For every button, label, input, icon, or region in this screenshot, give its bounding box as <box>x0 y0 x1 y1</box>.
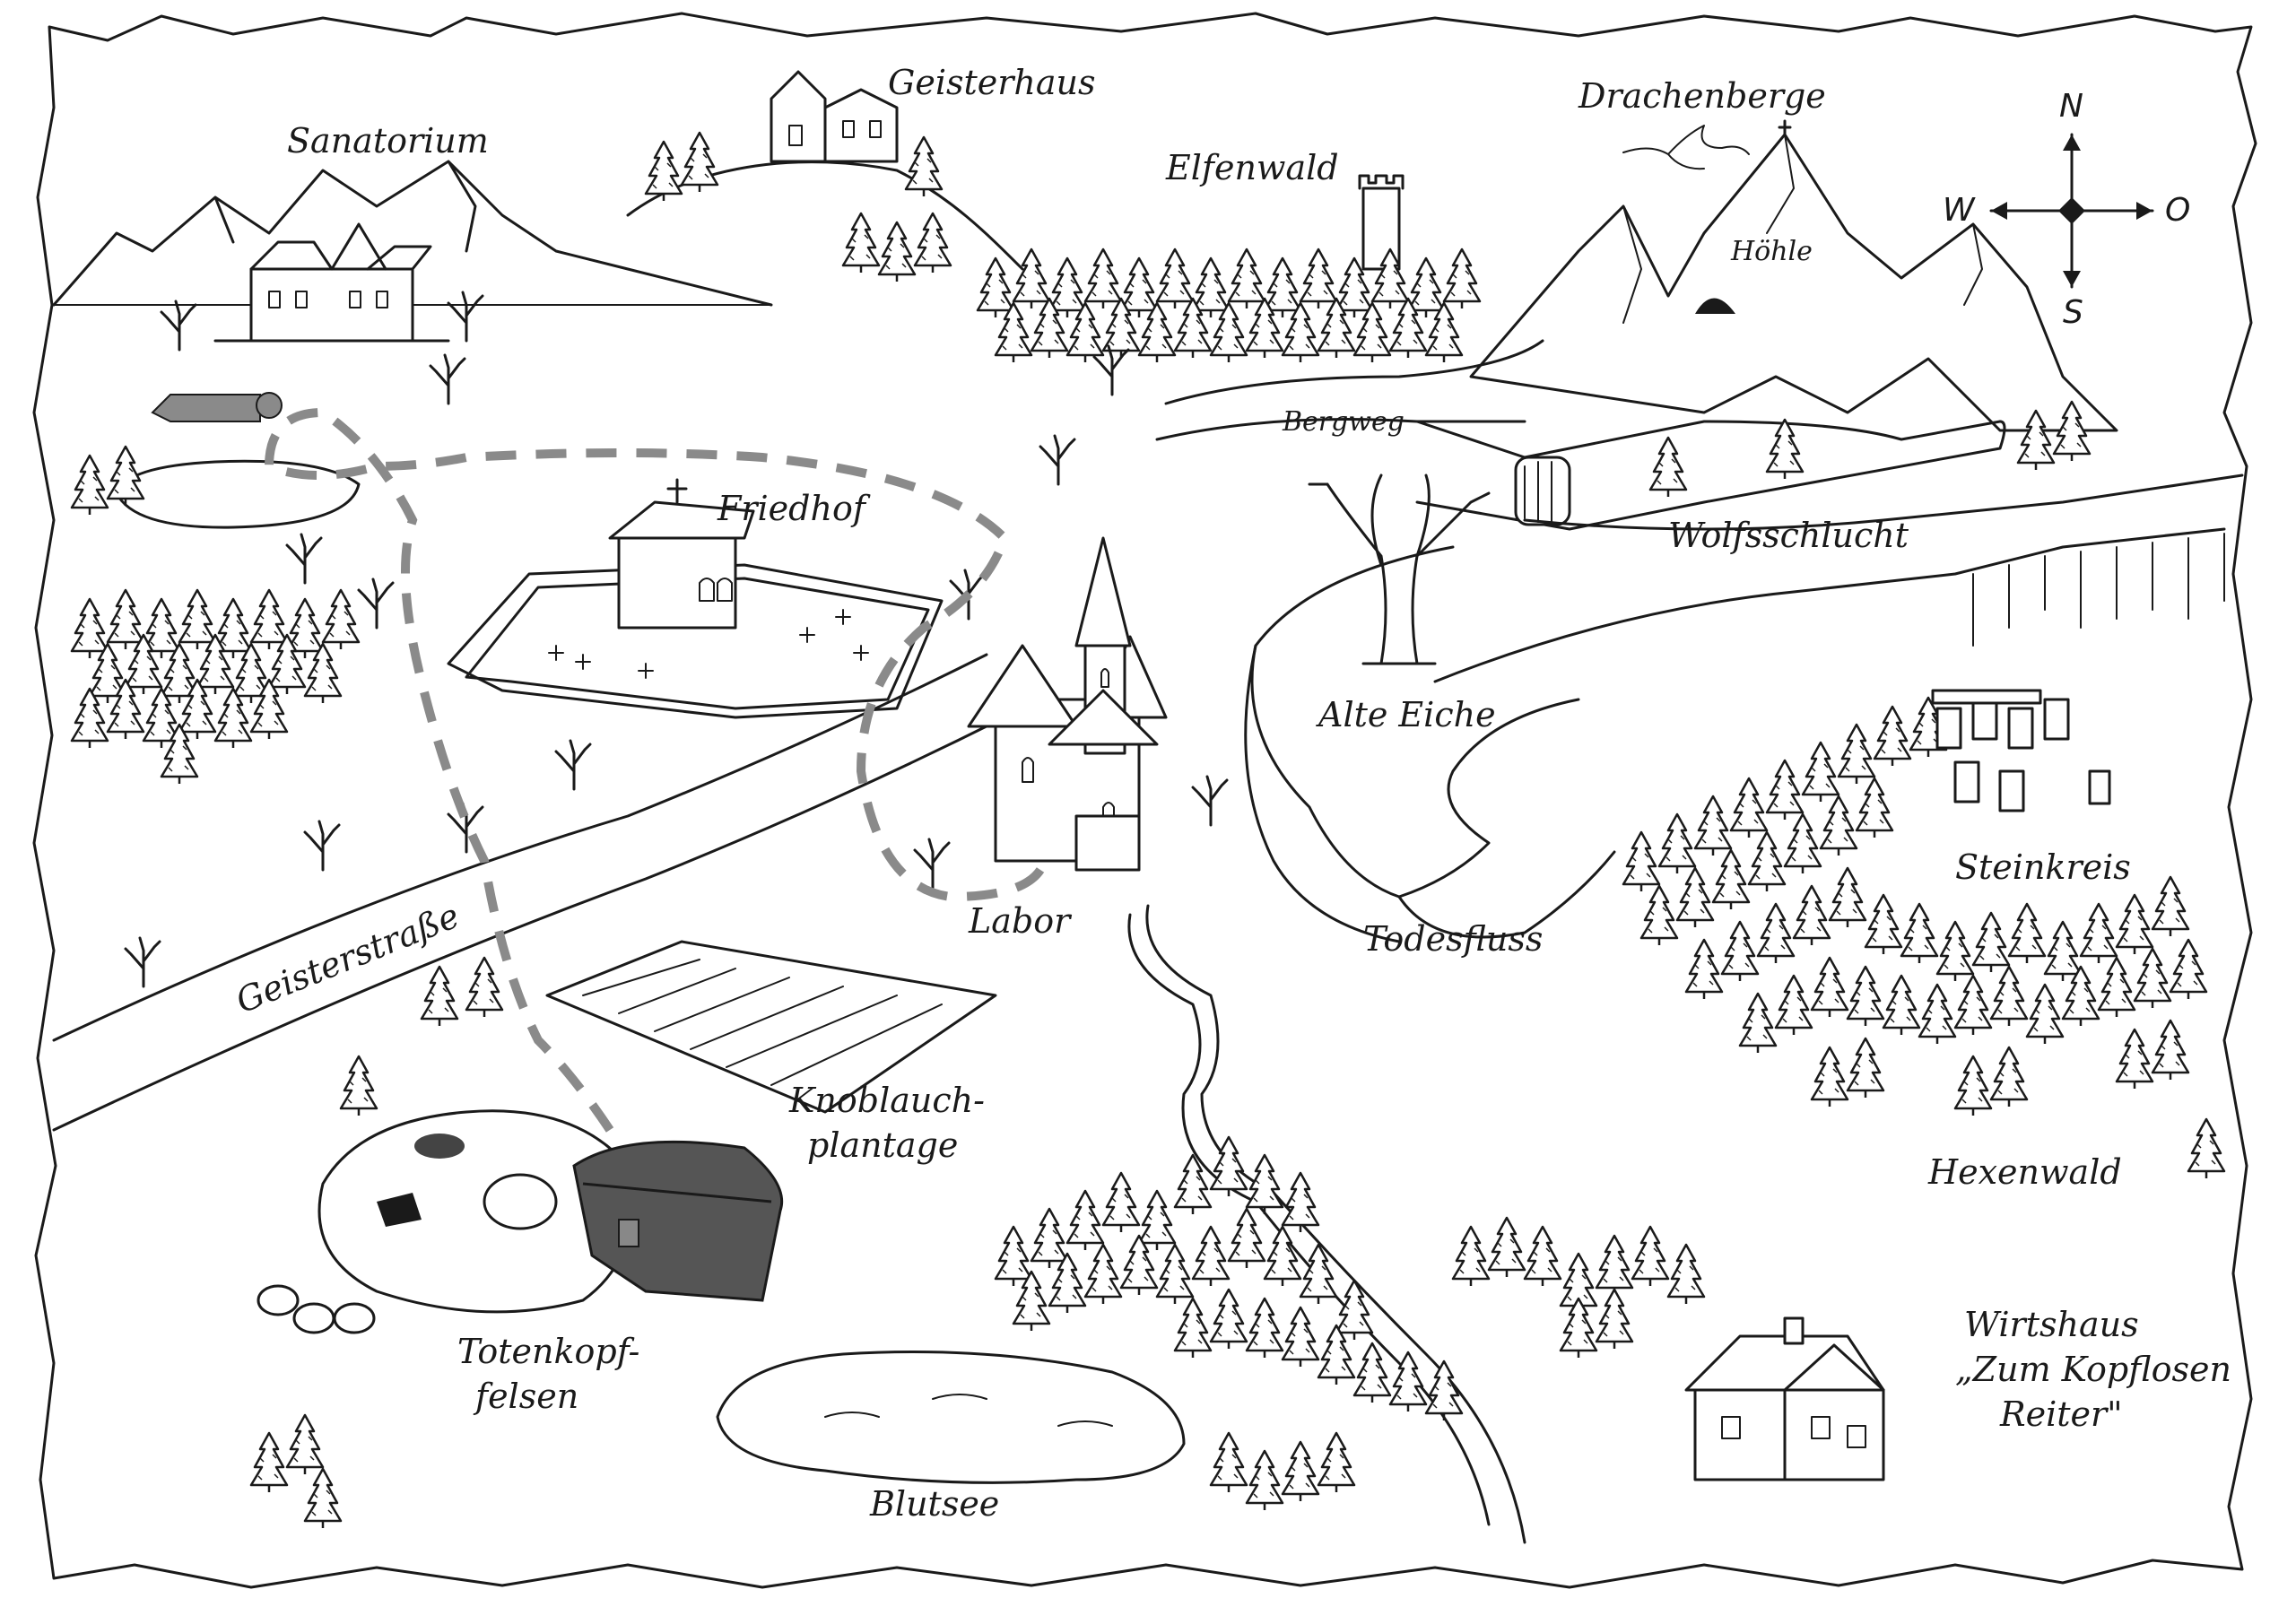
bergweg-path <box>1164 339 1544 405</box>
compass-east-label: O <box>2165 192 2190 229</box>
label-totenkopf-line2: felsen <box>473 1377 578 1416</box>
sanatorium-pond <box>115 459 361 529</box>
treasure-route <box>264 407 1045 1133</box>
label-knoblauch-line1: Knoblauch- <box>788 1081 985 1120</box>
label-alte-eiche: Alte Eiche <box>1316 695 1496 734</box>
label-wirtshaus-line1: Wirtshaus <box>1964 1305 2139 1344</box>
wirtshaus-building <box>1684 1316 1885 1481</box>
label-totenkopf-line1: Totenkopf- <box>457 1332 639 1371</box>
knoblauch-field <box>545 940 997 1114</box>
label-labor: Labor <box>968 901 1073 941</box>
steinkreis-stones <box>1931 689 2111 812</box>
mountains-west <box>52 160 773 307</box>
label-wolfsschlucht: Wolfsschlucht <box>1668 516 1909 555</box>
rope-bridge <box>1514 456 1571 526</box>
compass-north-label: N <box>2059 88 2083 125</box>
compass-west-label: W <box>1943 192 1976 229</box>
label-knoblauch-line2: plantage <box>807 1125 958 1165</box>
label-todesfluss: Todesfluss <box>1363 919 1543 959</box>
label-hexenwald: Hexenwald <box>1927 1152 2122 1192</box>
blutsee-lake <box>716 1351 1186 1484</box>
geisterstrasse-road <box>52 653 988 1042</box>
labor-castle <box>967 536 1168 872</box>
label-geisterhaus: Geisterhaus <box>888 63 1096 102</box>
label-blutsee: Blutsee <box>869 1484 999 1524</box>
todesfluss-river <box>1250 545 1580 899</box>
drachenberge-mountains <box>1469 133 2118 432</box>
treasure-chest-icon <box>572 1140 784 1302</box>
friedhof-cemetery <box>447 478 944 719</box>
label-hoehle: Höhle <box>1730 236 1813 267</box>
elfenwald-forest <box>644 131 1482 364</box>
label-elfenwald: Elfenwald <box>1165 148 1339 187</box>
cave-entrance <box>1695 298 1735 314</box>
compass-rose: N O S W <box>1943 88 2190 331</box>
label-bergweg: Bergweg <box>1282 406 1405 438</box>
label-steinkreis: Steinkreis <box>1955 847 2131 887</box>
key-icon <box>151 392 283 422</box>
totenkopf-rock <box>257 1109 633 1334</box>
geisterhaus-building <box>770 70 899 163</box>
label-drachenberge: Drachenberge <box>1578 76 1826 116</box>
label-wirtshaus-line3: Reiter" <box>1999 1394 2123 1434</box>
label-wirtshaus-line2: „Zum Kopflosen <box>1955 1350 2231 1389</box>
elfenwald-tower <box>1358 174 1405 271</box>
label-friedhof: Friedhof <box>717 489 871 528</box>
alte-eiche-tree <box>1308 473 1491 665</box>
hexenwald-forest <box>1622 696 2226 1180</box>
compass-south-label: S <box>2063 294 2083 331</box>
wolfsschlucht-road <box>1415 420 2002 459</box>
summit-cross <box>1778 119 1792 136</box>
label-sanatorium: Sanatorium <box>287 121 489 161</box>
dragon-icon <box>1622 125 1750 170</box>
sanatorium-building <box>213 222 450 343</box>
wolfsschlucht-cliffs <box>1433 473 2244 683</box>
parchment-border <box>32 12 2257 1589</box>
